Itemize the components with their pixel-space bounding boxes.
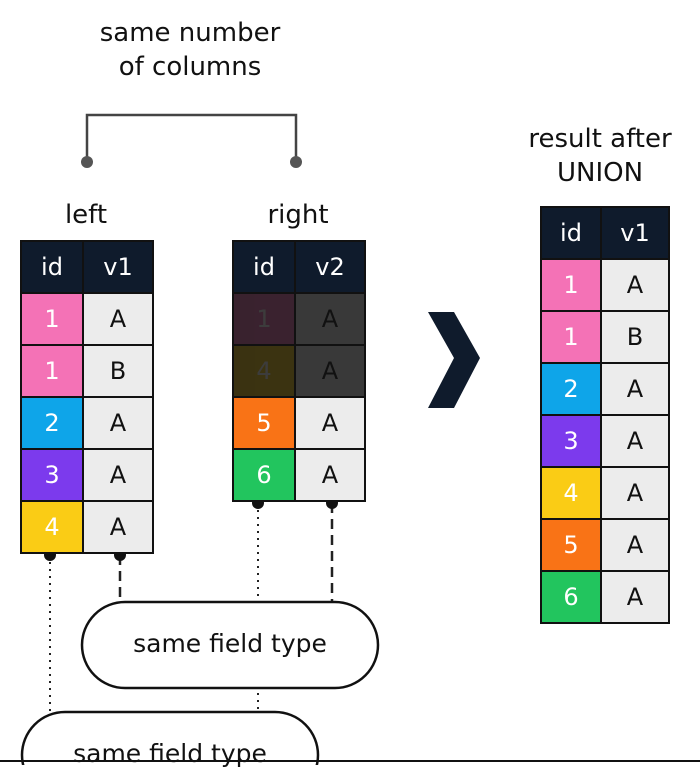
right-row-value: A <box>296 398 364 448</box>
left-row-id: 1 <box>22 294 82 344</box>
left-header-id: id <box>22 242 82 292</box>
result-row-id: 1 <box>542 260 600 310</box>
right-row-value-removed: A <box>296 294 364 344</box>
left-row-value: A <box>84 294 152 344</box>
result-row-value: A <box>602 364 668 414</box>
left-row-value: B <box>84 346 152 396</box>
result-row-value: A <box>602 572 668 622</box>
columns-note: same number of columns <box>40 16 340 84</box>
left-row-id: 2 <box>22 398 82 448</box>
lower-pill-shape <box>20 710 320 765</box>
result-row-id: 1 <box>542 312 600 362</box>
result-row-id: 4 <box>542 468 600 518</box>
right-row-value-removed: A <box>296 346 364 396</box>
right-table-label: right <box>267 200 329 230</box>
right-table: id v2 1 A 4 A 5 A 6 A <box>232 240 366 502</box>
union-arrow-icon <box>428 312 480 408</box>
bracket-right-dot <box>290 156 302 168</box>
upper-pill-shape <box>80 600 380 690</box>
left-row-value: A <box>84 502 152 552</box>
result-row-value: A <box>602 468 668 518</box>
result-row-value: A <box>602 416 668 466</box>
result-row-id: 3 <box>542 416 600 466</box>
result-row-value: A <box>602 260 668 310</box>
columns-bracket <box>85 113 298 160</box>
right-row-id: 5 <box>234 398 294 448</box>
result-row-id: 6 <box>542 572 600 622</box>
lower-pill-label: same field type <box>73 739 267 768</box>
columns-note-line1: same number <box>99 18 281 48</box>
left-row-value: A <box>84 398 152 448</box>
right-header-id: id <box>234 242 294 292</box>
right-header-v2: v2 <box>296 242 364 292</box>
result-table-label: result after UNION <box>500 122 700 190</box>
result-header-v1: v1 <box>602 208 668 258</box>
left-table-label: left <box>64 200 108 230</box>
left-table: id v1 1 A 1 B 2 A 3 A 4 A <box>20 240 154 554</box>
result-row-id: 2 <box>542 364 600 414</box>
left-row-id: 3 <box>22 450 82 500</box>
columns-note-line2: of columns <box>118 52 262 82</box>
result-row-value: A <box>602 520 668 570</box>
result-label-line2: UNION <box>556 158 644 188</box>
right-row-id-removed: 1 <box>234 294 294 344</box>
left-row-id: 4 <box>22 502 82 552</box>
right-row-id-removed: 4 <box>234 346 294 396</box>
right-row-id: 6 <box>234 450 294 500</box>
result-row-id: 5 <box>542 520 600 570</box>
right-row-value: A <box>296 450 364 500</box>
left-row-id: 1 <box>22 346 82 396</box>
result-label-line1: result after <box>528 124 672 154</box>
bracket-left-dot <box>81 156 93 168</box>
upper-pill-label: same field type <box>133 629 327 658</box>
result-table: id v1 1 A 1 B 2 A 3 A 4 A 5 A 6 A <box>540 206 670 624</box>
left-row-value: A <box>84 450 152 500</box>
result-row-value: B <box>602 312 668 362</box>
left-header-v1: v1 <box>84 242 152 292</box>
result-header-id: id <box>542 208 600 258</box>
